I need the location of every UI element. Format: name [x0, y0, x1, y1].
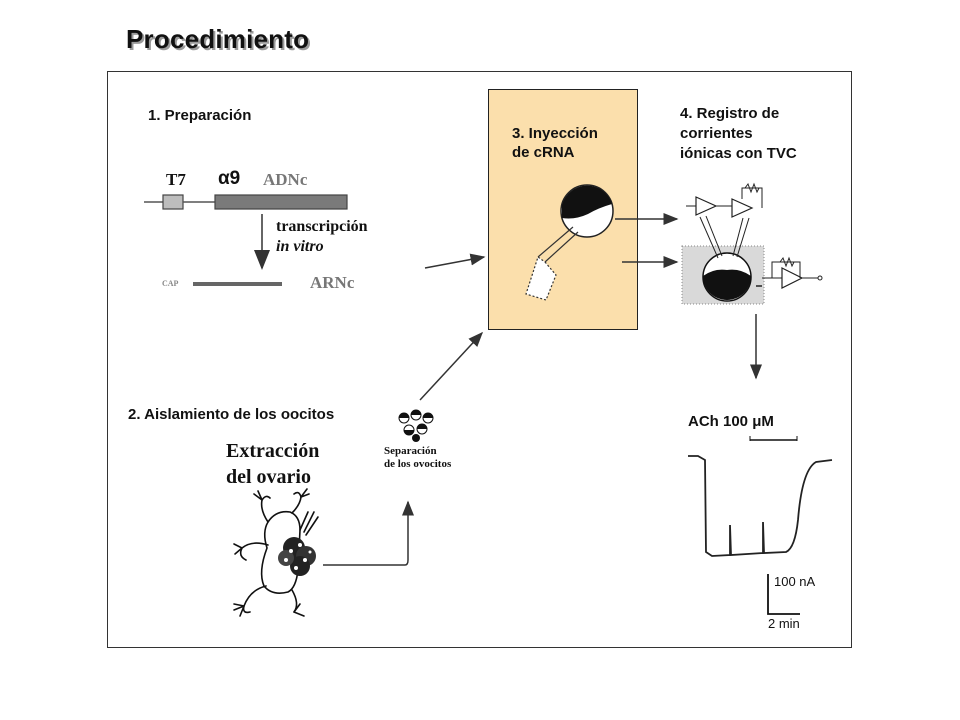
dna-label: ADNc	[263, 170, 308, 189]
current-trace	[688, 436, 833, 615]
cap-label: CAP	[162, 279, 179, 288]
cdna-construct	[144, 194, 348, 210]
step3-label-line2: de cRNA	[512, 144, 575, 161]
scale-time-label: 2 min	[768, 616, 800, 631]
diagram-frame	[107, 71, 852, 648]
scale-current-label: 100 nA	[774, 574, 816, 589]
separation-label-line2: de los ovocitos	[384, 458, 452, 470]
transcription-label: transcripción	[276, 218, 368, 235]
rna-label: ARNc	[310, 273, 355, 292]
injected-oocyte	[560, 184, 614, 238]
agonist-label: ACh 100 μM	[688, 413, 774, 430]
injection-pipette	[525, 226, 579, 301]
step1-label: 1. Preparación	[148, 107, 252, 124]
page-title: Procedimiento	[126, 24, 310, 54]
step2-label: 2. Aislamiento de los oocitos	[128, 406, 335, 423]
step4-label-line2: corrientes	[680, 125, 753, 142]
tvc-setup	[681, 182, 823, 305]
in-vitro-label: in vitro	[276, 238, 324, 255]
promoter-label: T7	[166, 170, 186, 189]
separation-label-line1: Separación	[384, 445, 437, 457]
gene-label: α9	[218, 168, 241, 189]
extraction-label-line1: Extracción	[226, 440, 320, 462]
step3-label-line1: 3. Inyección	[512, 125, 598, 142]
ovary-mass	[278, 537, 316, 576]
step4-label-line3: iónicas con TVC	[680, 145, 797, 162]
step4-label-line1: 4. Registro de	[680, 105, 780, 122]
extraction-label-line2: del ovario	[226, 466, 311, 488]
separated-oocytes	[398, 409, 434, 442]
